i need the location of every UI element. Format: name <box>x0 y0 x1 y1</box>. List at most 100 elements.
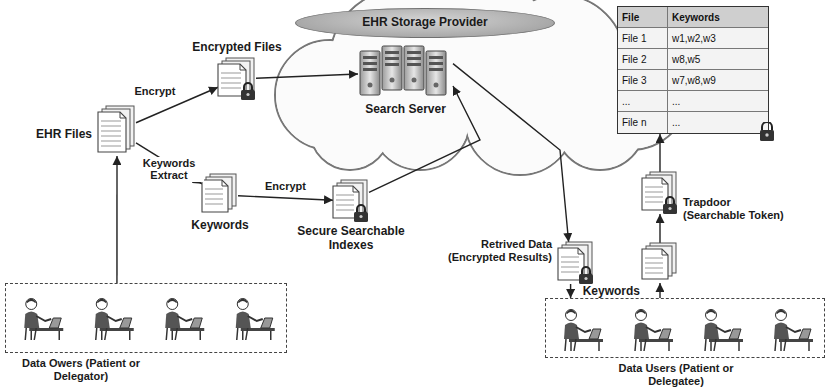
locked-document-icon-part <box>645 187 663 188</box>
locked-document-icon-part <box>336 195 354 196</box>
index-table: FileKeywordsFile 1w1,w2,w3File 2w8,w5Fil… <box>617 6 769 134</box>
flow-arrow <box>369 86 480 192</box>
locked-document-icon <box>642 172 678 214</box>
people-illustration-part <box>704 323 719 340</box>
locked-document-icon-part <box>668 207 671 210</box>
document-icon <box>98 106 136 156</box>
locked-document-icon <box>558 242 594 284</box>
document-icon-part <box>662 249 668 255</box>
ehr-files: EHR Files <box>98 106 136 156</box>
people-illustration-part <box>566 310 576 315</box>
locked-document-icon-part <box>221 83 241 84</box>
locked-document-icon-part <box>336 200 354 201</box>
people-illustration-part <box>774 310 813 352</box>
flow-arrow <box>659 134 660 172</box>
flow-arrow <box>116 156 117 283</box>
server-icon-part <box>360 51 380 95</box>
node-label: Data Owers (Patient or Delegator) <box>6 357 156 382</box>
node-label: Keywords <box>583 285 640 299</box>
server-icon-part <box>429 56 443 59</box>
table-cell: ... <box>668 91 768 112</box>
locked-document-icon-part <box>359 215 362 218</box>
locked-document-icon-part <box>244 83 252 90</box>
document-icon-part <box>645 263 663 264</box>
document-icon-part <box>205 189 223 190</box>
people-illustration-part <box>776 310 787 321</box>
people-illustration-part <box>635 339 669 351</box>
encrypted-files: Encrypted Files <box>218 58 256 100</box>
people-illustration-part <box>165 299 204 341</box>
locked-document-icon-part <box>561 257 579 258</box>
table-cell: w8,w5 <box>668 49 768 70</box>
locked-document-icon-part <box>354 205 368 222</box>
locked-document-icon-part <box>221 73 241 74</box>
server-icon-part <box>412 78 417 83</box>
people-illustration <box>546 299 826 359</box>
server-icon-part <box>404 46 424 90</box>
keywords-doc: Keywords <box>202 174 238 216</box>
locked-document-icon-part <box>663 204 677 214</box>
locked-document-icon-part <box>353 186 359 192</box>
people-illustration-part <box>107 316 122 321</box>
search-server: Search Server <box>358 44 453 100</box>
people-illustration-part <box>26 299 36 304</box>
server-icon-part <box>426 51 446 95</box>
document-icon-part <box>98 112 126 152</box>
node-label: Data Users (Patient or Delegatee) <box>601 362 751 387</box>
locked-document-icon-part <box>645 192 663 193</box>
edge-label: Encrypt <box>133 85 178 98</box>
edge-label: Keywords Extract <box>134 157 204 182</box>
server-icon <box>358 44 453 100</box>
flow-arrow <box>256 74 358 78</box>
locked-document-icon-part <box>578 248 584 254</box>
server-icon-part <box>385 57 399 60</box>
server-icon-part <box>407 63 421 66</box>
people-illustration-part <box>564 323 579 340</box>
server-icon-part <box>426 51 446 95</box>
node-label: Trapdoor (Searchable Token) <box>683 196 795 221</box>
people-illustration-part <box>564 310 603 352</box>
server-icon-part <box>385 63 399 66</box>
table-cell: w1,w2,w3 <box>668 28 768 49</box>
table-cell: File n <box>618 112 668 133</box>
people-illustration-part <box>190 318 202 328</box>
document-icon-part <box>222 180 228 186</box>
document-icon-part <box>101 136 121 137</box>
server-icon-part <box>363 56 377 59</box>
people-illustration-part <box>729 329 741 339</box>
locked-document-icon-part <box>354 212 368 222</box>
people-illustration-part <box>776 310 786 315</box>
table-header: Keywords <box>668 7 768 28</box>
people-illustration-part <box>26 299 37 310</box>
locked-document-icon-part <box>357 205 365 212</box>
document-icon-part <box>205 194 223 195</box>
lock-icon-part <box>760 130 774 141</box>
people-illustration-part <box>705 339 739 351</box>
retrieved-data: Retrived Data (Encrypted Results) <box>558 242 594 284</box>
people-illustration-part <box>177 316 192 321</box>
people-illustration-part <box>799 329 811 339</box>
node-label: Keywords <box>180 219 260 233</box>
people-illustration <box>6 284 288 354</box>
flow-arrow <box>659 214 660 243</box>
people-illustration-part <box>716 327 731 332</box>
people-illustration-part <box>36 316 51 321</box>
people-illustration-part <box>565 339 599 351</box>
document-icon-part <box>645 268 663 269</box>
locked-document-icon-part <box>645 197 663 198</box>
keywords-doc: Keywords <box>642 243 678 283</box>
server-icon-part <box>434 83 439 88</box>
lock-icon-part <box>765 133 768 136</box>
people-illustration-part <box>96 299 107 310</box>
people-illustration-part <box>95 312 110 329</box>
locked-document-icon-part <box>241 83 255 100</box>
people-illustration-part <box>248 316 263 321</box>
flow-arrow <box>453 64 569 242</box>
people-illustration-part <box>236 299 275 341</box>
people-illustration-part <box>636 310 646 315</box>
people-illustration-part <box>576 327 591 332</box>
locked-document-icon-part <box>582 267 590 274</box>
edge-label: Encrypt <box>263 180 308 193</box>
lock-icon <box>759 122 775 142</box>
